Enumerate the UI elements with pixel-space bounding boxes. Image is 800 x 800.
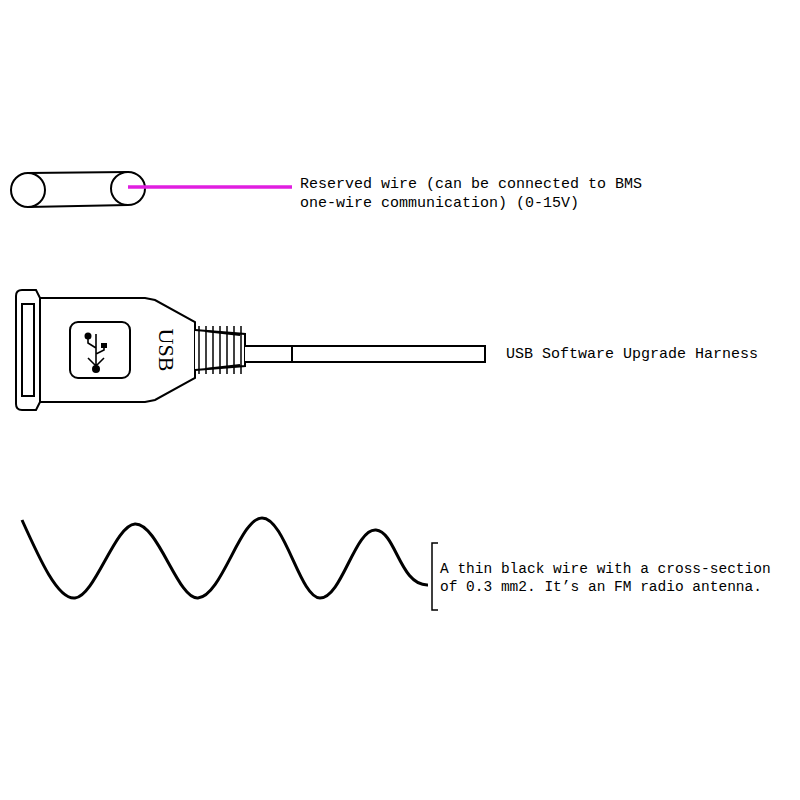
antenna-note: A thin black wire with a cross-section o…	[440, 560, 790, 596]
harness-name: USB Software Upgrade Harness	[506, 346, 796, 365]
label-bracket	[432, 543, 438, 610]
fm-antenna	[22, 518, 428, 598]
wire-sleeve	[11, 172, 145, 207]
connector-marking: USB	[155, 329, 177, 372]
wire-note: Reserved wire (can be connected to BMS o…	[300, 176, 670, 214]
usb-connector	[16, 290, 485, 410]
reserved-wire	[128, 185, 292, 189]
